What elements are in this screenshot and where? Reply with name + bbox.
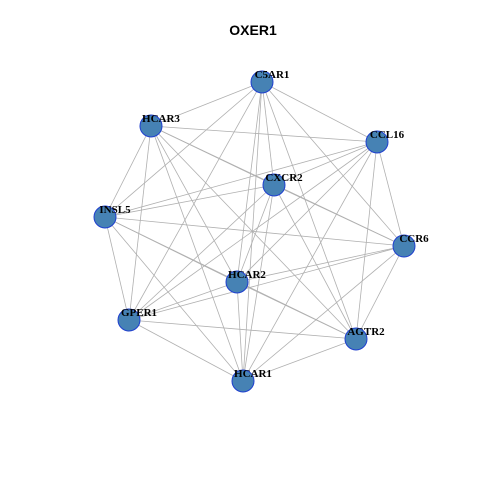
edge-hcar2-gper1	[128, 281, 238, 321]
node-ccl16	[365, 130, 389, 154]
node-ccr6	[392, 234, 416, 258]
edge-hcar3-hcar1	[150, 125, 244, 382]
edge-ccl16-hcar2	[236, 141, 378, 283]
node-c5ar1	[250, 70, 274, 94]
node-label-insl5: INSL5	[99, 204, 131, 216]
edge-ccr6-gper1	[128, 245, 405, 321]
edge-insl5-hcar1	[104, 216, 244, 382]
edges-layer	[104, 81, 405, 382]
edge-hcar3-gper1	[128, 125, 152, 321]
graph-title: OXER1	[229, 22, 277, 38]
edge-ccr6-hcar1	[242, 245, 405, 382]
edge-hcar3-insl5	[104, 125, 152, 218]
node-label-cxcr2: CXCR2	[265, 172, 303, 184]
node-label-hcar2: HCAR2	[228, 269, 266, 281]
edge-insl5-ccr6	[104, 216, 405, 247]
edge-cxcr2-hcar1	[242, 184, 275, 382]
edge-c5ar1-ccl16	[261, 81, 378, 143]
node-gper1	[117, 308, 141, 332]
node-agtr2	[344, 327, 368, 351]
edge-ccl16-ccr6	[376, 141, 405, 247]
node-cxcr2	[262, 173, 286, 197]
edge-agtr2-hcar1	[242, 338, 357, 382]
node-label-hcar3: HCAR3	[142, 113, 180, 125]
edge-hcar2-hcar1	[236, 281, 244, 382]
edge-gper1-agtr2	[128, 319, 357, 340]
edge-cxcr2-gper1	[128, 184, 275, 321]
labels-layer: C5AR1HCAR3CCL16CXCR2INSL5CCR6HCAR2GPER1A…	[99, 69, 429, 380]
edge-hcar3-hcar2	[150, 125, 238, 283]
node-label-ccr6: CCR6	[399, 233, 429, 245]
edge-cxcr2-insl5	[104, 184, 275, 218]
edge-ccl16-agtr2	[355, 141, 378, 340]
edge-hcar3-ccl16	[150, 125, 378, 143]
edge-insl5-gper1	[104, 216, 130, 321]
edge-ccr6-hcar2	[236, 245, 405, 283]
node-label-c5ar1: C5AR1	[255, 69, 290, 81]
edge-cxcr2-hcar2	[236, 184, 275, 283]
node-label-agtr2: AGTR2	[347, 326, 385, 338]
edge-c5ar1-ccr6	[261, 81, 405, 247]
edge-c5ar1-cxcr2	[261, 81, 275, 186]
edge-gper1-hcar1	[128, 319, 244, 382]
edge-c5ar1-hcar3	[150, 81, 263, 127]
edge-cxcr2-ccr6	[273, 184, 405, 247]
edge-ccr6-agtr2	[355, 245, 405, 340]
node-hcar3	[139, 114, 163, 138]
edge-hcar3-agtr2	[150, 125, 357, 340]
edge-ccl16-cxcr2	[273, 141, 378, 186]
node-label-ccl16: CCL16	[370, 129, 405, 141]
edge-c5ar1-hcar2	[236, 81, 263, 283]
edge-ccl16-insl5	[104, 141, 378, 218]
node-hcar2	[225, 270, 249, 294]
node-hcar1	[231, 369, 255, 393]
edge-c5ar1-gper1	[128, 81, 263, 321]
node-label-hcar1: HCAR1	[234, 368, 272, 380]
edge-hcar2-agtr2	[236, 281, 357, 340]
node-label-gper1: GPER1	[121, 307, 157, 319]
node-insl5	[93, 205, 117, 229]
nodes-layer	[93, 70, 416, 393]
edge-ccl16-hcar1	[242, 141, 378, 382]
edge-cxcr2-agtr2	[273, 184, 357, 340]
edge-c5ar1-insl5	[104, 81, 263, 218]
